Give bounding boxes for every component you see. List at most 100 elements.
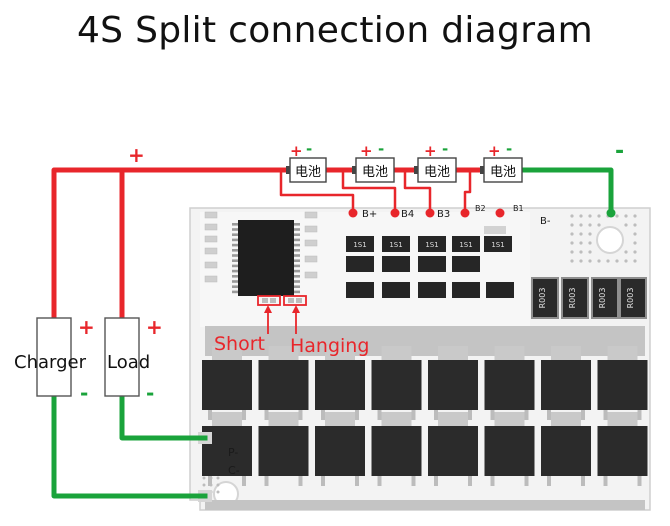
battery-cell-2: 电池 bbox=[352, 157, 395, 183]
transistor-mark-3: 1S1 bbox=[425, 241, 438, 249]
ic-body bbox=[238, 220, 294, 296]
label-b-minus: B- bbox=[540, 216, 551, 227]
battery-cell-1: 电池 bbox=[286, 157, 327, 183]
via-dot bbox=[615, 259, 619, 263]
mosfet-tab bbox=[438, 412, 468, 426]
mosfet-tab bbox=[381, 412, 412, 426]
mosfet-lead bbox=[264, 410, 269, 420]
battery-cell-3-label: 电池 bbox=[424, 165, 450, 180]
ic-pin bbox=[294, 280, 300, 283]
label-b4: B4 bbox=[401, 209, 414, 220]
via-dot bbox=[633, 241, 637, 245]
charger-plus-mark: + bbox=[78, 315, 95, 339]
mosfet-tab bbox=[438, 346, 468, 360]
via-dot bbox=[633, 250, 637, 254]
mosfet-lead bbox=[355, 476, 359, 486]
cell2-minus-mark: - bbox=[378, 140, 384, 158]
cell1-plus-mark: + bbox=[290, 142, 303, 160]
ic-pin bbox=[232, 243, 238, 247]
ic-pin bbox=[232, 249, 238, 252]
ic-pin bbox=[294, 285, 300, 288]
transistor-mark-4: 1S1 bbox=[459, 241, 472, 249]
wire-positive-bus bbox=[51, 167, 293, 321]
ic-pin bbox=[232, 238, 238, 242]
mosfet-body bbox=[597, 360, 648, 410]
load-plus-mark: + bbox=[146, 315, 163, 339]
mosfet-body bbox=[371, 360, 422, 410]
transistor-mark-1: 1S1 bbox=[353, 241, 366, 249]
mosfet-body bbox=[428, 360, 478, 410]
battery-cell-4-label: 电池 bbox=[490, 165, 516, 180]
mosfet-body bbox=[541, 360, 591, 410]
resistor-code-1: R003 bbox=[538, 288, 547, 309]
via-dot bbox=[570, 232, 574, 236]
ic-pin bbox=[294, 243, 300, 247]
via-dot bbox=[570, 241, 574, 245]
lead-b3 bbox=[403, 168, 432, 215]
ic-pin bbox=[294, 275, 300, 278]
mosfet-lead bbox=[434, 410, 438, 420]
via-dot bbox=[633, 232, 637, 236]
mosfet-lead bbox=[321, 476, 325, 486]
ic-pin bbox=[294, 249, 300, 252]
mosfet-tab bbox=[551, 412, 581, 426]
protection-ic bbox=[232, 220, 300, 296]
bms-board: 1S1 1S1 1S1 1S1 1S1 bbox=[189, 204, 651, 511]
ic-pin bbox=[294, 290, 300, 294]
load-label: Load bbox=[107, 352, 150, 373]
via-dot bbox=[570, 214, 574, 218]
mosfet-lead bbox=[581, 410, 585, 420]
transistor-mark-2: 1S1 bbox=[389, 241, 402, 249]
mosfet-lead bbox=[208, 476, 212, 486]
mosfet-tab bbox=[607, 346, 638, 360]
via-dot bbox=[624, 223, 628, 227]
balance-resistors: R003 R003 R003 R003 bbox=[531, 277, 647, 319]
battery-cell-2-label: 电池 bbox=[362, 165, 388, 180]
via-dot bbox=[570, 259, 574, 263]
ic-pin bbox=[294, 259, 300, 262]
battery-cell-1-label: 电池 bbox=[295, 165, 321, 180]
mosfet-lead bbox=[468, 410, 472, 420]
cell3-minus-mark: - bbox=[442, 140, 448, 158]
charger-minus-mark: - bbox=[80, 381, 88, 405]
ic-pin bbox=[232, 259, 238, 262]
ic-pin bbox=[294, 264, 300, 268]
via-dot bbox=[216, 483, 220, 487]
via-dot bbox=[633, 259, 637, 263]
via-dot bbox=[579, 223, 583, 227]
via-dot bbox=[633, 214, 637, 218]
charger-box bbox=[36, 317, 72, 397]
ic-pin bbox=[232, 290, 238, 294]
ic-pin bbox=[232, 233, 238, 236]
hanging-pad-box bbox=[283, 295, 307, 306]
cell-polarity-marks: + - + - + - + - bbox=[290, 140, 512, 160]
ic-pin bbox=[232, 269, 238, 273]
ic-pin bbox=[232, 254, 238, 257]
transistor-mark-5: 1S1 bbox=[491, 241, 504, 249]
via-dot bbox=[579, 259, 583, 263]
via-dot bbox=[597, 259, 601, 263]
resistor-code-3: R003 bbox=[598, 288, 607, 309]
hanging-pad-right bbox=[296, 298, 302, 303]
heatsink-lower bbox=[205, 500, 645, 510]
via-dot bbox=[216, 490, 220, 494]
mosfet-tab bbox=[212, 412, 242, 426]
label-b1: B1 bbox=[513, 204, 524, 213]
pad-b1 bbox=[495, 208, 505, 218]
via-dot bbox=[606, 259, 610, 263]
mosfet-lead bbox=[524, 476, 529, 486]
via-dot bbox=[579, 250, 583, 254]
mosfet-array bbox=[202, 346, 648, 486]
label-c-minus: C- bbox=[228, 464, 240, 477]
wire-load-negative bbox=[119, 393, 208, 441]
mosfet-lead bbox=[637, 410, 642, 420]
via-dot bbox=[202, 483, 206, 487]
wire-charger-negative bbox=[51, 393, 208, 499]
via-dot bbox=[588, 223, 592, 227]
mosfet-lead bbox=[242, 476, 246, 486]
wiring bbox=[51, 167, 614, 499]
short-pad-box bbox=[257, 295, 281, 306]
via-grid-right bbox=[570, 214, 637, 263]
via-dot bbox=[597, 214, 601, 218]
